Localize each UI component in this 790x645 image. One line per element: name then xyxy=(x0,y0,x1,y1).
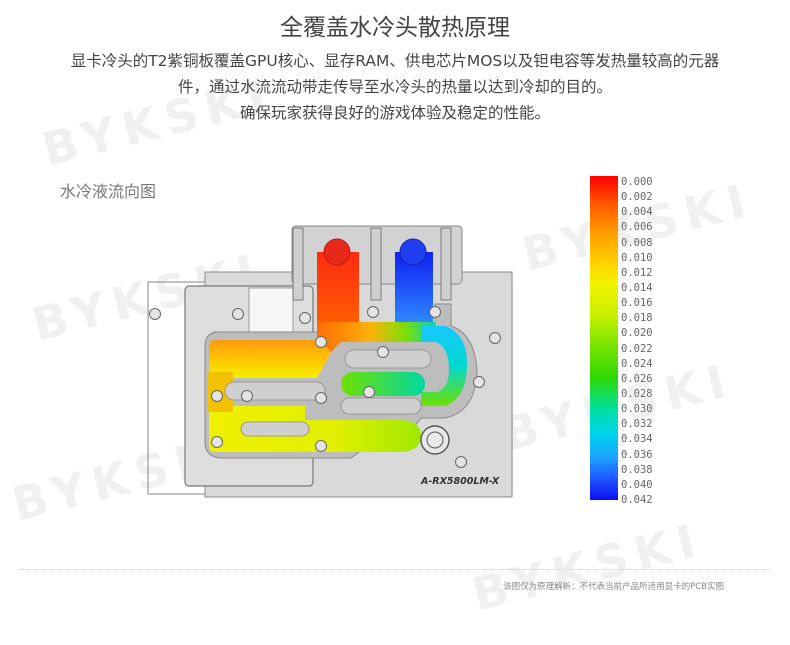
color-scale-tick-label: 0.010 xyxy=(621,251,653,264)
color-scale-tick-label: 0.030 xyxy=(621,403,653,416)
color-scale-tick-label: 0.034 xyxy=(621,433,653,446)
description-line: 件，通过水流流动带走传导至水冷头的热量以达到冷却的目的。 xyxy=(177,78,612,96)
color-scale-tick-label: 0.012 xyxy=(621,266,653,279)
color-scale-tick-label: 0.014 xyxy=(621,282,653,294)
page-title: 全覆盖水冷头散热原理 xyxy=(280,15,510,41)
color-scale-tick-label: 0.004 xyxy=(621,206,653,219)
color-scale-tick-label: 0.032 xyxy=(621,418,653,431)
water-block-illustration: A-RX5800LM-X xyxy=(147,225,513,498)
flow-diagram-label: 水冷液流向图 xyxy=(60,182,157,201)
color-scale-bar xyxy=(590,176,618,500)
color-scale-tick-label: 0.026 xyxy=(621,372,653,385)
color-scale-tick-label: 0.002 xyxy=(621,191,653,204)
color-scale-tick-label: 0.024 xyxy=(621,357,653,370)
color-scale-tick-label: 0.018 xyxy=(621,312,653,325)
color-scale-tick-label: 0.040 xyxy=(621,478,653,491)
footnote: 该图仅为原理解析：不代表当前产品所适用显卡的PCB实图 xyxy=(503,582,724,592)
description-line: 确保玩家获得良好的游戏体验及稳定的性能。 xyxy=(239,104,550,122)
color-scale-tick-label: 0.042 xyxy=(621,494,653,506)
color-scale-tick-label: 0.020 xyxy=(621,327,653,340)
divider xyxy=(18,569,770,570)
water-block-diagram: A-RX5800LM-X xyxy=(145,222,517,504)
color-scale-tick-label: 0.000 xyxy=(621,176,653,188)
watermark-logo: BYKSKI xyxy=(466,512,709,622)
color-scale-tick-label: 0.028 xyxy=(621,388,653,400)
color-scale-tick-label: 0.038 xyxy=(621,463,653,476)
description-line: 显卡冷头的T2紫铜板覆盖GPU核心、显存RAM、供电芯片MOS以及钽电容等发热量… xyxy=(70,52,720,70)
color-scale-tick-label: 0.008 xyxy=(621,236,653,249)
color-scale-tick-label: 0.016 xyxy=(621,297,653,310)
model-name: A-RX5800LM-X xyxy=(420,476,500,487)
color-scale-tick-label: 0.006 xyxy=(621,221,653,234)
color-scale-tick-label: 0.036 xyxy=(621,448,653,461)
color-scale-tick-label: 0.022 xyxy=(621,342,653,355)
description: 显卡冷头的T2紫铜板覆盖GPU核心、显存RAM、供电芯片MOS以及钽电容等发热量… xyxy=(10,48,780,126)
